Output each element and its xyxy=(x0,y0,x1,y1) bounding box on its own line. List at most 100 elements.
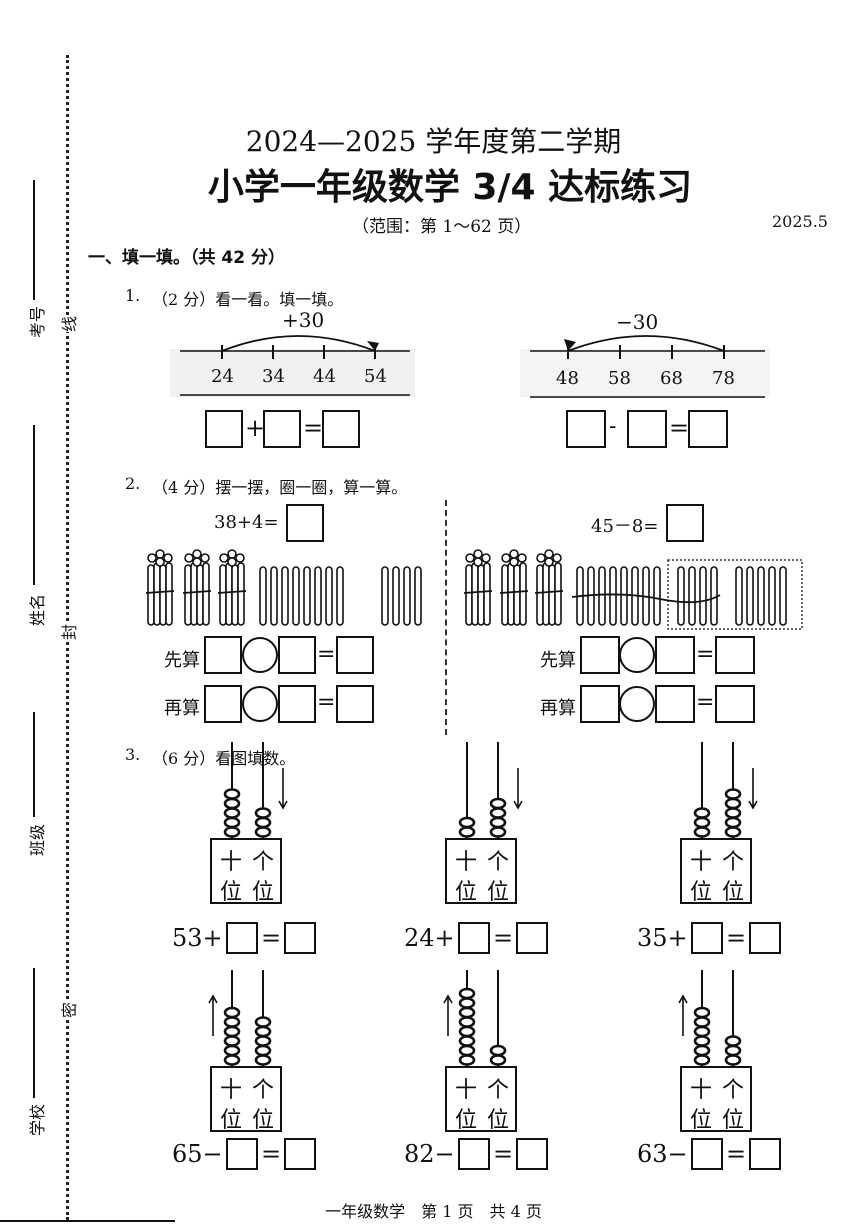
ones-bead xyxy=(254,1016,272,1028)
answer-box[interactable] xyxy=(749,1138,781,1170)
answer-box[interactable] xyxy=(715,636,755,674)
ones-bead xyxy=(724,788,742,800)
tens-bead xyxy=(223,797,241,810)
tick-label: 24 xyxy=(211,366,234,387)
place-label-word: 位 xyxy=(455,1108,478,1133)
answer-box[interactable] xyxy=(205,410,243,448)
year-line: 2024—2025 学年度第二学期 xyxy=(245,125,622,158)
ones-bead xyxy=(724,807,742,819)
expression: 35+ xyxy=(637,924,688,952)
tens-bead xyxy=(223,826,241,838)
answer-box[interactable] xyxy=(691,1138,723,1170)
place-label-word: 位 xyxy=(722,1108,745,1133)
answer-box[interactable] xyxy=(580,636,620,674)
answer-box[interactable] xyxy=(204,636,242,674)
row-label: 先算 xyxy=(540,650,576,671)
seal-char: 线 xyxy=(56,315,81,333)
answer-box[interactable] xyxy=(336,685,374,723)
field-label: 姓名 xyxy=(28,593,48,627)
place-label-word: 位 xyxy=(487,1108,510,1133)
answer-box[interactable] xyxy=(204,685,242,723)
equals-sign: = xyxy=(261,924,282,952)
page-title: 小学一年级数学 3/4 达标练习 xyxy=(207,167,693,208)
place-label-word: 位 xyxy=(722,880,745,905)
answer-box[interactable] xyxy=(458,1138,490,1170)
tens-bead xyxy=(693,1035,711,1047)
answer-box[interactable] xyxy=(655,636,695,674)
operator-circle[interactable] xyxy=(619,686,655,722)
tens-bead xyxy=(458,1044,476,1057)
tens-bead xyxy=(223,807,241,819)
tick-label: 48 xyxy=(556,368,579,389)
tens-bead xyxy=(693,826,711,838)
equals-sign: = xyxy=(696,642,715,667)
arrow-up-icon xyxy=(208,994,218,1036)
ones-bead xyxy=(489,797,507,810)
ones-bead xyxy=(724,1044,742,1057)
answer-box[interactable] xyxy=(580,685,620,723)
tens-bead xyxy=(458,997,476,1009)
tens-bead xyxy=(223,788,241,800)
row-label: 先算 xyxy=(164,650,200,671)
operator-circle[interactable] xyxy=(242,686,278,722)
tens-bead xyxy=(693,807,711,819)
arrow-up-icon xyxy=(678,994,688,1036)
answer-box[interactable] xyxy=(286,504,324,542)
answer-box[interactable] xyxy=(458,922,490,954)
operator-circle[interactable] xyxy=(619,637,655,673)
expression: 65− xyxy=(172,1140,223,1168)
tens-bead xyxy=(458,816,476,829)
answer-box[interactable] xyxy=(688,410,728,448)
answer-box[interactable] xyxy=(666,504,704,542)
ones-bead xyxy=(489,816,507,829)
answer-box[interactable] xyxy=(278,685,316,723)
answer-box[interactable] xyxy=(336,636,374,674)
equation: 38+4= xyxy=(214,512,279,533)
answer-box[interactable] xyxy=(226,922,258,954)
answer-box[interactable] xyxy=(655,685,695,723)
ones-bead xyxy=(254,1054,272,1066)
expression: 24+ xyxy=(404,924,455,952)
answer-box[interactable] xyxy=(226,1138,258,1170)
answer-box[interactable] xyxy=(749,922,781,954)
equals-sign: = xyxy=(696,690,715,715)
section-heading: 一、填一填。（共 42 分） xyxy=(88,248,285,268)
place-label-tens: 十 xyxy=(690,1078,713,1103)
answer-box[interactable] xyxy=(627,410,667,448)
tens-bead xyxy=(458,826,476,838)
question-text: （2 分）看一看。填一填。 xyxy=(152,290,344,309)
place-label-word: 位 xyxy=(220,1108,243,1133)
place-label-ones: 个 xyxy=(487,850,510,875)
answer-box[interactable] xyxy=(284,1138,316,1170)
tens-bead xyxy=(693,816,711,829)
field-line xyxy=(33,968,35,1098)
equals-sign: = xyxy=(493,924,514,952)
abacus-rods xyxy=(208,970,272,1066)
answer-box[interactable] xyxy=(322,410,360,448)
answer-box[interactable] xyxy=(691,922,723,954)
tens-bead xyxy=(458,1016,476,1028)
expression: 53+ xyxy=(172,924,223,952)
answer-box[interactable] xyxy=(263,410,301,448)
answer-box[interactable] xyxy=(516,1138,548,1170)
place-label-word: 位 xyxy=(252,880,275,905)
tens-bead xyxy=(223,1054,241,1066)
place-label-tens: 十 xyxy=(455,1078,478,1103)
sticks-illustration-right xyxy=(463,549,803,630)
operator-circle[interactable] xyxy=(242,637,278,673)
equals-sign: = xyxy=(317,690,336,715)
answer-box[interactable] xyxy=(566,410,606,448)
answer-box[interactable] xyxy=(284,922,316,954)
equals-sign: = xyxy=(726,924,747,952)
scope-note: （范围：第 1～62 页） xyxy=(352,217,532,237)
answer-box[interactable] xyxy=(278,636,316,674)
answer-box[interactable] xyxy=(715,685,755,723)
equals-sign: = xyxy=(303,414,324,442)
date-label: 2025.5 xyxy=(772,212,828,231)
place-label-ones: 个 xyxy=(252,850,275,875)
tens-bead xyxy=(693,1025,711,1038)
tens-bead xyxy=(223,1016,241,1028)
tens-bead xyxy=(693,1044,711,1057)
place-label-tens: 十 xyxy=(220,850,243,875)
answer-box[interactable] xyxy=(516,922,548,954)
